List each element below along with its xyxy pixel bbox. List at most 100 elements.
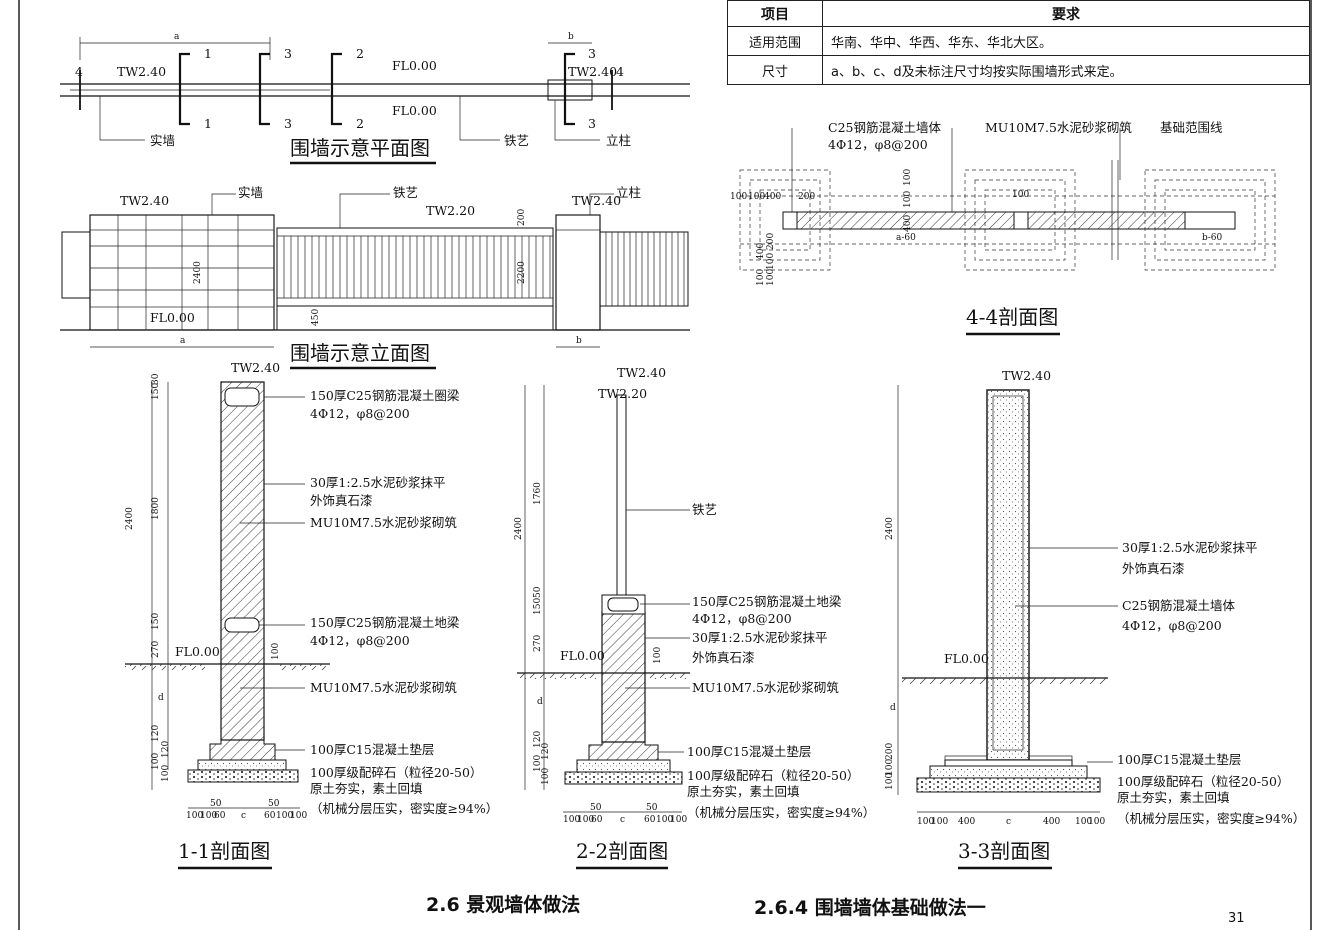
s11-hdim-5: 100 bbox=[276, 811, 293, 821]
s11-note-4: MU10M7.5水泥砂浆砌筑 bbox=[310, 515, 457, 530]
plan-mark-4b: 4 bbox=[616, 64, 624, 79]
elev-fl: FL0.00 bbox=[150, 310, 195, 325]
s33-hdim-5: 100 bbox=[1075, 817, 1092, 827]
elev-dim-2200: 2200 bbox=[517, 261, 527, 284]
s44-dim-400b: 400 bbox=[903, 215, 913, 232]
s22-note-3: 30厚1:2.5水泥砂浆抹平 bbox=[692, 630, 827, 645]
table-header-row: 项目 要求 bbox=[727, 0, 1310, 27]
plan-view: a b 4 1 3 2 3 4 1 3 2 3 TW2.40 FL0.00 FL… bbox=[60, 32, 690, 165]
s44-dim-100e: 100 bbox=[1012, 190, 1029, 200]
table-cell-size-value: a、b、c、d及未标注尺寸均按实际围墙形式来定。 bbox=[822, 55, 1310, 85]
elev-dim-450: 450 bbox=[311, 309, 321, 326]
s22-hdim-6: 100 bbox=[670, 815, 687, 825]
s11-vdim-6: 100 bbox=[271, 643, 281, 660]
s11-vdim-11: 100 bbox=[161, 765, 171, 782]
s44-label-masonry: MU10M7.5水泥砂浆砌筑 bbox=[985, 120, 1132, 135]
s11-vdim-0: 150 bbox=[151, 383, 161, 400]
s22-hdim-0: 100 bbox=[563, 815, 580, 825]
elevation-title: 围墙示意立面图 bbox=[290, 341, 430, 365]
plan-label-column: 立柱 bbox=[606, 133, 631, 148]
s33-note-4: 100厚C15混凝土垫层 bbox=[1117, 752, 1241, 767]
s22-vdim-3: 270 bbox=[533, 635, 543, 652]
plan-title: 围墙示意平面图 bbox=[290, 136, 430, 160]
s33-hdim-0: 100 bbox=[917, 817, 934, 827]
s11-hdim-0: 100 bbox=[186, 811, 203, 821]
s22-vdim-6: d bbox=[537, 697, 543, 707]
section-2-2: TW2.40 TW2.20 FL0.00 铁艺 150厚C25钢筋混凝土地梁 4… bbox=[514, 365, 875, 870]
section22-title: 2-2剖面图 bbox=[576, 839, 668, 863]
section-3-3: TW2.40 FL0.00 30厚1:2.5水泥砂浆抹平 外饰真石漆 C25钢筋… bbox=[885, 368, 1305, 870]
s33-vdim-4: 100 bbox=[885, 773, 895, 790]
s11-note-8: 100厚C15混凝土垫层 bbox=[310, 742, 434, 757]
s22-vdim-4: 2400 bbox=[514, 517, 524, 540]
plan-mark-2b: 2 bbox=[356, 116, 364, 131]
plan-label-ironwork: 铁艺 bbox=[504, 133, 529, 148]
elev-dim-2400: 2400 bbox=[193, 261, 203, 284]
elevation-view: TW2.40 实墙 铁艺 TW2.20 TW2.40 立柱 FL0.00 240… bbox=[60, 185, 690, 370]
s22-vdim-8: 120 bbox=[541, 743, 551, 760]
s11-hdim-2: 60 bbox=[214, 811, 226, 821]
s33-vdim-2: 200 bbox=[885, 743, 895, 760]
s22-hdim-5: 100 bbox=[656, 815, 673, 825]
s33-note-2: C25钢筋混凝土墙体 bbox=[1122, 598, 1235, 613]
s22-note-5: MU10M7.5水泥砂浆砌筑 bbox=[692, 680, 839, 695]
s33-note-6: 原土夯实，素土回填 bbox=[1117, 790, 1230, 805]
s11-vdim-9: 120 bbox=[161, 741, 171, 758]
s33-vdim-3: 100 bbox=[885, 759, 895, 776]
s11-hdim-4: 60 bbox=[264, 811, 276, 821]
s33-tw: TW2.40 bbox=[1002, 368, 1051, 383]
plan-mark-1a: 1 bbox=[204, 46, 212, 61]
s11-note-3: 外饰真石漆 bbox=[310, 493, 373, 508]
plan-mark-3d: 3 bbox=[588, 116, 596, 131]
section44-title: 4-4剖面图 bbox=[966, 305, 1058, 329]
s11-hdim-7: 50 bbox=[210, 799, 222, 809]
s11-tw: TW2.40 bbox=[231, 360, 280, 375]
s22-hdim-7: 50 bbox=[590, 803, 602, 813]
elev-tw-iron: TW2.20 bbox=[426, 203, 475, 218]
s11-hdim-6: 100 bbox=[290, 811, 307, 821]
s22-vdim-0: 1760 bbox=[533, 482, 543, 505]
plan-tw-right: TW2.40 bbox=[568, 64, 617, 79]
s22-note-0: 铁艺 bbox=[692, 502, 717, 517]
s44-dim-100h: 100 bbox=[756, 269, 766, 286]
s11-vdim-8: 120 bbox=[151, 725, 161, 742]
s22-vdim-10: 100 bbox=[541, 768, 551, 785]
s44-dim-400: 400 bbox=[764, 192, 781, 202]
s11-note-11: （机械分层压实，密实度≥94%） bbox=[310, 801, 498, 816]
plan-mark-1b: 1 bbox=[204, 116, 212, 131]
s33-note-5: 100厚级配碎石（粒径20-50） bbox=[1117, 774, 1289, 789]
s11-note-9: 100厚级配碎石（粒径20-50） bbox=[310, 765, 482, 780]
s22-notes: 铁艺 150厚C25钢筋混凝土地梁 4Φ12，φ8@200 30厚1:2.5水泥… bbox=[625, 502, 875, 820]
plan-fl-bottom: FL0.00 bbox=[392, 103, 437, 118]
s11-vdim-3: 150 bbox=[151, 613, 161, 630]
s22-vdim-5: 100 bbox=[653, 647, 663, 664]
plan-tw-left: TW2.40 bbox=[117, 64, 166, 79]
s22-hdim-2: 60 bbox=[591, 815, 603, 825]
s11-vdim-5: 2400 bbox=[125, 507, 135, 530]
s11-vdim-10: 100 bbox=[151, 753, 161, 770]
plan-mark-3a: 3 bbox=[284, 46, 292, 61]
s44-dim-400c: 400 bbox=[756, 243, 766, 260]
s44-dim-200: 200 bbox=[798, 192, 815, 202]
s22-note-2: 4Φ12，φ8@200 bbox=[692, 611, 792, 626]
s44-label-rebar: 4Φ12，φ8@200 bbox=[828, 137, 928, 152]
elev-dim-a: a bbox=[180, 336, 186, 346]
s22-note-8: 原土夯实，素土回填 bbox=[687, 784, 800, 799]
section11-title: 1-1剖面图 bbox=[178, 839, 270, 863]
s33-note-0: 30厚1:2.5水泥砂浆抹平 bbox=[1122, 540, 1257, 555]
s33-hdim-4: 400 bbox=[1043, 817, 1060, 827]
s22-hdim-8: 50 bbox=[646, 803, 658, 813]
s11-note-1: 4Φ12，φ8@200 bbox=[310, 406, 410, 421]
s11-vdim-7: d bbox=[158, 693, 164, 703]
plan-dim-a: a bbox=[174, 32, 180, 42]
s11-fl: FL0.00 bbox=[175, 644, 220, 659]
s22-tw-220: TW2.20 bbox=[598, 386, 647, 401]
table-header-item: 项目 bbox=[727, 0, 823, 27]
plan-mark-3c: 3 bbox=[284, 116, 292, 131]
section-1-1: TW2.40 FL0.00 150厚C25钢筋混凝土圈梁 4Φ12，φ8@200… bbox=[125, 360, 498, 870]
plan-fl-top: FL0.00 bbox=[392, 58, 437, 73]
s33-hdim-3: c bbox=[1006, 817, 1011, 827]
s22-hdim-4: 60 bbox=[644, 815, 656, 825]
s22-note-9: （机械分层压实，密实度≥94%） bbox=[687, 805, 875, 820]
